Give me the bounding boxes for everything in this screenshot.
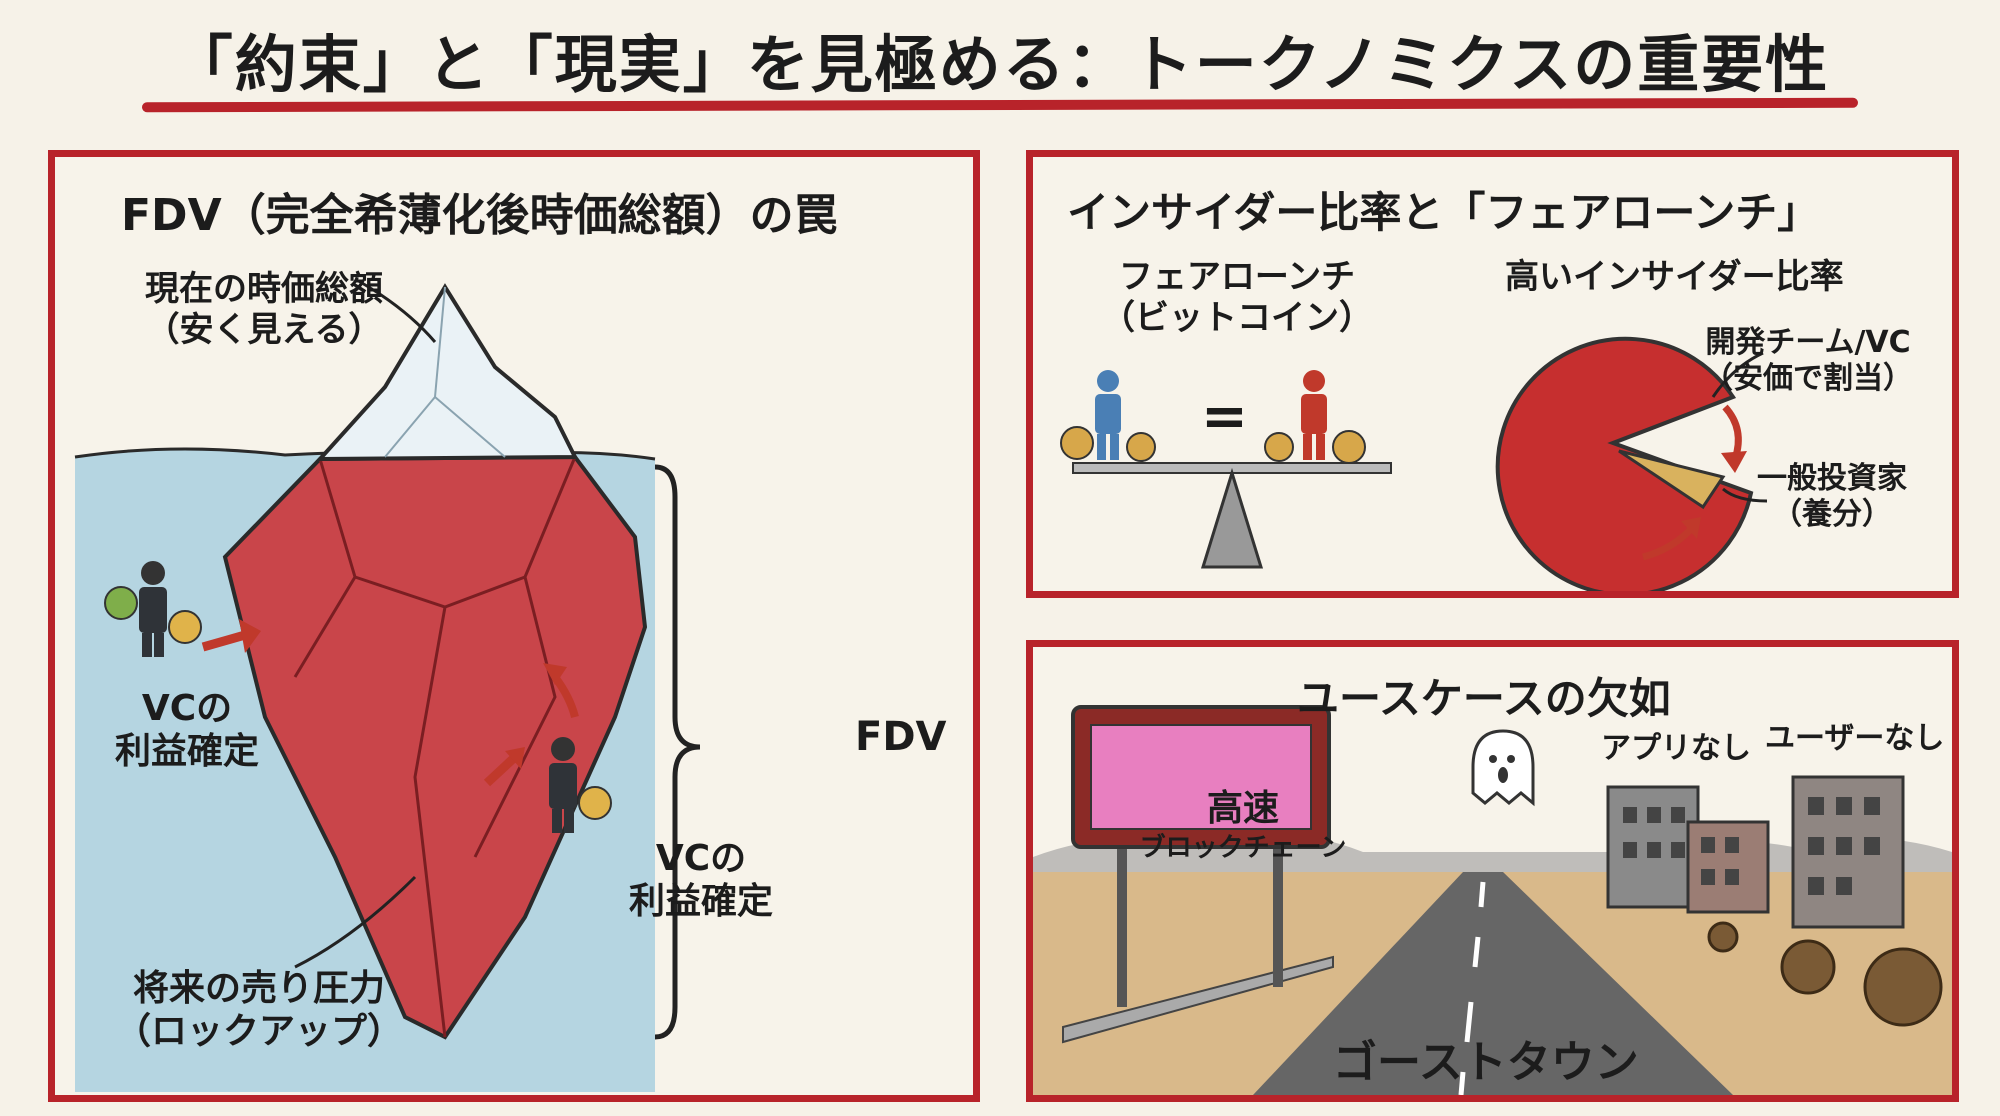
arrow-left-vc (201, 630, 247, 652)
public-investor-label: 一般投資家 （養分） (1757, 461, 1907, 533)
team-vc-line-1: 開発チーム/VC (1705, 325, 1911, 360)
vc-left-line-2: 利益確定 (115, 731, 260, 773)
no-apps-label: アプリなし (1601, 731, 1751, 766)
guardrail (1062, 955, 1334, 1044)
sell-pressure-label: 将来の売り圧力 （ロックアップ） (115, 967, 403, 1053)
vc-right-line-1: VCの (655, 838, 747, 879)
ghost (1471, 729, 1535, 807)
market-cap-label: 現在の時価総額 （安く見える） (145, 269, 383, 351)
equals-sign: = (1201, 384, 1248, 449)
money-bag-left-1 (1060, 426, 1094, 460)
tumbleweed-1 (1780, 939, 1836, 995)
person-right (1301, 370, 1327, 460)
market-cap-line-2: （安く見える） (145, 309, 383, 350)
team-vc-label: 開発チーム/VC （安価で割当） (1703, 325, 1913, 397)
vc-left-label: VCの 利益確定 (115, 687, 259, 773)
insider-title: インサイダー比率と「フェアローンチ」 (1067, 188, 1820, 237)
usecase-panel: ユースケースの欠如 高速 ブロックチェーン アプリなし ユーザーなし ゴーストタ… (1026, 640, 1959, 1102)
building-2 (1686, 820, 1770, 914)
iceberg-tip (315, 283, 579, 462)
vc-figure-right (549, 737, 612, 833)
fdv-brace-label: FDV (855, 714, 947, 760)
market-cap-line-1: 現在の時価総額 (145, 269, 383, 309)
public-line-2: （養分） (1772, 497, 1892, 532)
ghost-town-illustration (1033, 647, 1952, 1095)
seesaw-pivot (1200, 467, 1264, 569)
high-insider-label: 高いインサイダー比率 (1505, 257, 1844, 297)
road (1253, 872, 1733, 1095)
sell-line-2: （ロックアップ） (115, 1011, 404, 1053)
insider-illustration (1060, 336, 1768, 591)
person-left (1095, 370, 1121, 460)
pie-public (1618, 449, 1726, 510)
fair-launch-line-2: （ビットコイン） (1101, 297, 1373, 338)
fdv-brace (654, 464, 701, 1040)
iceberg-illustration (74, 277, 701, 1092)
money-bag-right-1 (1264, 432, 1294, 462)
arrow-team (1722, 404, 1742, 461)
insider-panel: インサイダー比率と「フェアローンチ」 フェアローンチ （ビットコイン） = 高い… (1026, 150, 1959, 598)
building-1 (1606, 785, 1700, 909)
fair-launch-label: フェアローンチ （ビットコイン） (1101, 257, 1373, 339)
iceberg-underwater (222, 454, 648, 1040)
billboard (1071, 705, 1331, 1007)
public-line-1: 一般投資家 (1757, 461, 1907, 496)
fdv-title: FDV（完全希薄化後時価総額）の罠 (121, 190, 838, 241)
team-vc-line-2: （安価で割当） (1703, 361, 1913, 396)
fair-launch-line-1: フェアローンチ (1118, 257, 1356, 297)
sell-line-1: 将来の売り圧力 (133, 968, 386, 1009)
ghost-town-label: ゴーストタウン (1333, 1037, 1639, 1088)
no-users-label: ユーザーなし (1765, 721, 1945, 756)
vc-figure-left (104, 561, 202, 657)
tumbleweed-2 (1863, 947, 1943, 1027)
usecase-title: ユースケースの欠如 (1297, 674, 1671, 723)
fdv-panel: FDV（完全希薄化後時価総額）の罠 現在の時価総額 （安く見える） VCの 利益… (48, 150, 980, 1102)
building-3 (1791, 775, 1905, 929)
tumbleweed-3 (1707, 921, 1739, 953)
vc-left-line-1: VCの (141, 688, 233, 729)
money-bag-right-2 (1332, 430, 1366, 464)
billboard-text-2: ブロックチェーン (1139, 833, 1347, 863)
arrow-right-vc (483, 753, 519, 787)
money-bag-left-2 (1126, 432, 1156, 462)
page-title: 「約束」と「現実」を見極める：トークノミクスの重要性 (170, 28, 1830, 101)
billboard-text-1: 高速 (1206, 788, 1279, 829)
vc-right-label: VCの 利益確定 (629, 837, 773, 923)
vc-right-line-2: 利益確定 (629, 881, 774, 923)
